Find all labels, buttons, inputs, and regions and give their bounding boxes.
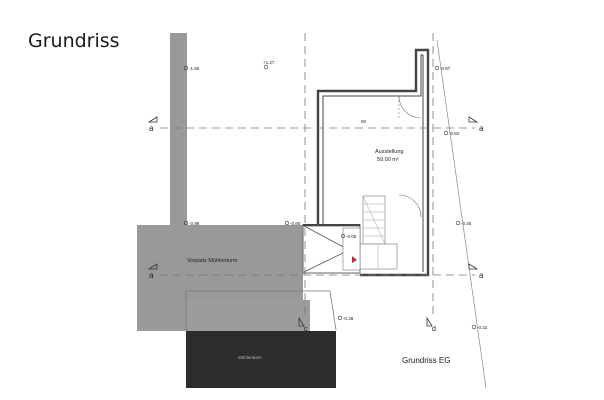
level-l1: -1.60 [189,66,200,71]
section-label-d: d [432,326,436,333]
room-name: Ausstellung [375,149,403,155]
level-mark [434,65,440,71]
section-label-a: a [479,271,484,280]
level-mark [284,220,290,226]
forecourt-extension [186,300,310,331]
forecourt-outline [185,290,337,331]
level-l3: -0.87 [440,66,451,71]
room-wall-inner [322,54,424,272]
forecourt-label: Vorplatz Mühlenturm [187,258,238,264]
level-l7: -0.06 [346,234,357,239]
stair-diagonal [362,195,386,245]
plan-caption: Grundriss EG [402,356,451,365]
section-marker-left-bottom [147,263,158,270]
section-label-a: a [149,271,154,280]
grey-wall-strip [170,33,187,225]
landing [359,243,398,270]
door-arc-top [398,95,422,119]
section-marker-left-top [147,116,158,123]
level-l5: -0.98 [189,221,200,226]
section-marker-right-bottom [468,263,479,270]
level-mark [337,315,343,321]
section-label-a: a [479,124,484,133]
section-label-c: c [304,326,308,333]
section-label-a: a [149,124,154,133]
door-marker [352,256,357,263]
section-marker-c [298,316,305,327]
room-tag: 00 [361,119,367,124]
room-area: 59.00 m² [377,157,399,163]
level-l10: -0.32 [477,325,488,330]
section-marker-right-top [468,116,479,123]
level-mark [183,65,189,71]
section-marker-d [426,316,433,327]
tower-building [186,331,336,388]
level-l4: -0.82 [449,131,460,136]
page-title: Grundriss [28,30,120,52]
building-label: Mühlenturm [238,355,262,360]
level-marks [183,64,477,330]
level-mark [471,324,477,330]
level-l8: -0.45 [461,221,472,226]
level-mark [263,64,269,70]
level-mark [340,233,346,239]
level-l9: -0.38 [343,316,354,321]
level-l6: -0.80 [290,221,301,226]
property-line [436,39,487,389]
level-mark [455,220,461,226]
level-mark [443,130,449,136]
level-l2: +1.27 [263,60,275,65]
level-mark [183,220,189,226]
door-arc-mid [398,194,422,218]
